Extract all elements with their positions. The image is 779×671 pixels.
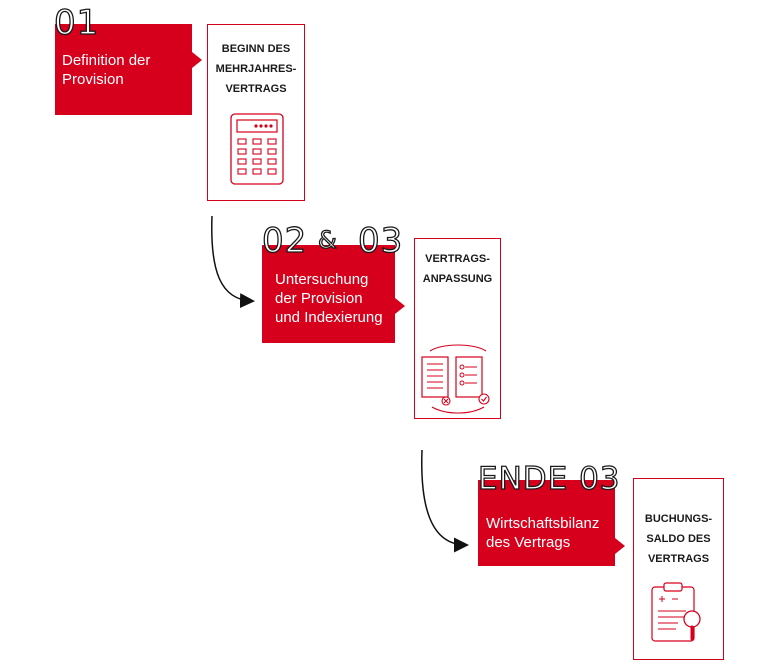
step-2-number-separator: & — [317, 226, 338, 254]
clipboard-search-icon — [651, 582, 701, 642]
arrow-step2-to-step3 — [421, 449, 469, 553]
step-3-box: Wirtschaftsbilanz des Vertrags — [478, 480, 615, 566]
step-3-number: ENDE 03 — [477, 461, 621, 497]
step-1-label-line-2: Provision — [62, 71, 124, 88]
step-1-card-title-line-3: VERTRAGS — [225, 83, 287, 95]
step-3-label-line-1: Wirtschaftsbilanz — [486, 515, 600, 532]
step-2-notch — [395, 298, 405, 314]
step-1-number: 01 — [53, 3, 100, 43]
step-3-card-title-line-1: BUCHUNGS- — [644, 513, 713, 525]
step-1-label-line-1: Definition der — [62, 52, 151, 69]
calculator-icon — [230, 113, 284, 185]
step-1-card-title-line-2: MEHRJAHRES- — [215, 63, 297, 75]
step-2-card-title-line-2: ANPASSUNG — [422, 273, 493, 285]
step-2-card: VERTRAGS- ANPASSUNG — [414, 238, 501, 419]
step-1-card: BEGINN DES MEHRJAHRES- VERTRAGS — [207, 24, 305, 201]
step-3-card-title-line-2: SALDO DES — [646, 533, 711, 545]
step-2-label-line-2: der Provision — [275, 290, 363, 307]
step-3-label-line-2: des Vertrags — [486, 534, 571, 551]
step-3-card: BUCHUNGS- SALDO DES VERTRAGS — [633, 478, 724, 660]
step-2-card-title-line-1: VERTRAGS- — [425, 253, 490, 265]
step-2-box: Untersuchung der Provision und Indexieru… — [262, 245, 395, 343]
step-2-label-line-1: Untersuchung — [275, 271, 369, 288]
step-2-number-a: 02 — [261, 221, 308, 261]
step-1-card-title-line-1: BEGINN DES — [221, 43, 291, 55]
step-2-number-b: 03 — [357, 221, 404, 261]
step-2-label-line-3: und Indexierung — [275, 309, 383, 326]
step-3-card-title-line-3: VERTRAGS — [647, 553, 710, 565]
contract-compare-icon — [421, 344, 490, 414]
step-1-notch — [192, 52, 202, 68]
step-3-notch — [615, 538, 625, 554]
arrow-step1-to-step2 — [211, 215, 255, 309]
step-1-box: Definition der Provision — [55, 24, 192, 115]
